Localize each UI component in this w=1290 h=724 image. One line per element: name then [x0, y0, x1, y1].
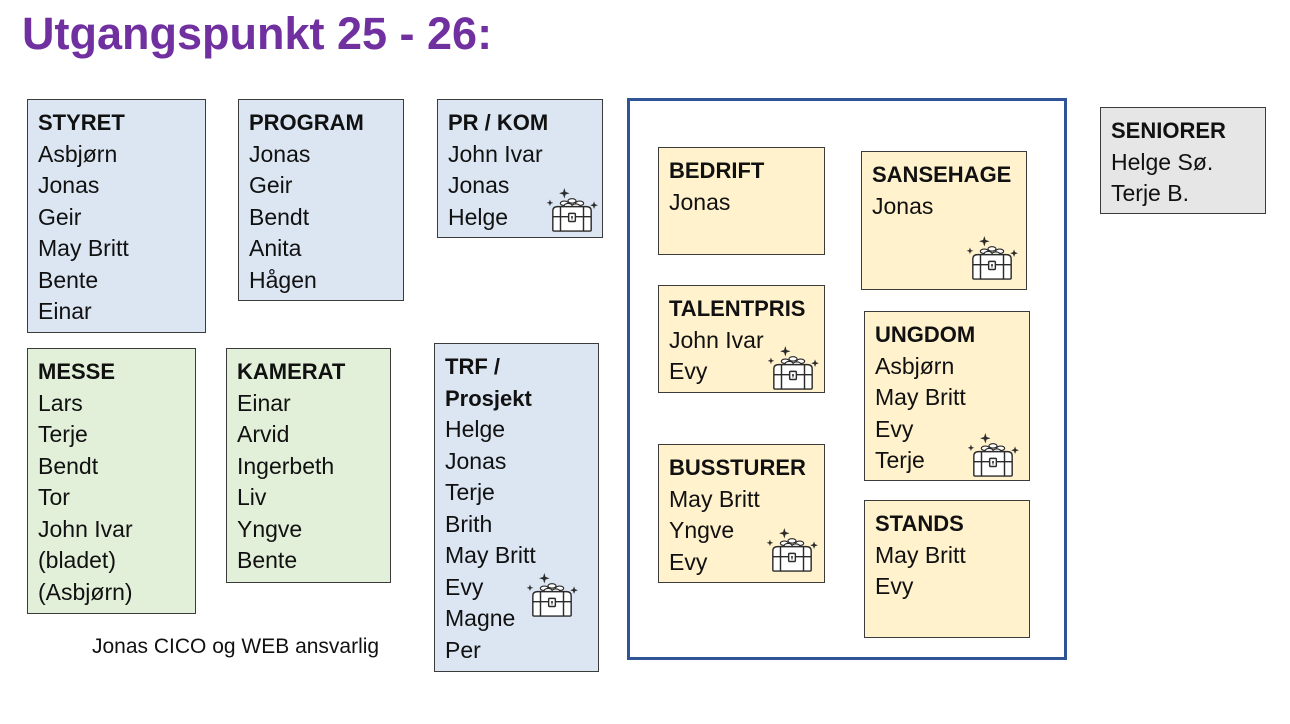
group-messe: MESSE Lars Terje Bendt Tor John Ivar (bl…: [27, 348, 196, 614]
member-name: Geir: [249, 172, 293, 198]
member-name: May Britt: [445, 542, 536, 568]
group-talentpris: TALENTPRIS John Ivar Evy: [658, 285, 825, 393]
group-title: KAMERAT: [237, 359, 346, 384]
member-name: Jonas: [448, 172, 510, 198]
member-name: Liv: [237, 484, 267, 510]
group-title: PR / KOM: [448, 110, 549, 135]
member-name: Jonas: [669, 188, 731, 215]
committee-frame: BEDRIFT Jonas SANSEHAGE Jonas TALENTPRIS…: [627, 98, 1067, 660]
group-title: STYRET: [38, 110, 125, 135]
group-title: BEDRIFT: [669, 158, 765, 183]
member-name: Terje: [875, 447, 925, 473]
member-name: Bente: [38, 266, 99, 293]
group-title: TALENTPRIS: [669, 296, 806, 321]
member-name: Einar: [38, 298, 92, 324]
member-name: John Ivar: [38, 515, 133, 542]
treasure-chest-icon: [765, 527, 819, 572]
member-name: Jonas: [38, 172, 100, 198]
member-name: Terje: [38, 421, 88, 447]
page-title: Utgangspunkt 25 - 26:: [22, 8, 493, 59]
group-title: SANSEHAGE: [872, 162, 1012, 187]
member-name: Helge: [448, 203, 509, 230]
member-name: Asbjørn: [875, 352, 955, 379]
member-name: Bendt: [249, 203, 310, 230]
footnote: Jonas CICO og WEB ansvarlig: [92, 635, 380, 658]
treasure-chest-icon: [545, 187, 599, 232]
member-name: Asbjørn: [38, 140, 118, 167]
member-name: Anita: [249, 235, 302, 261]
treasure-chest-icon: [525, 572, 579, 617]
group-ungdom: UNGDOM Asbjørn May Britt Evy Terje: [864, 311, 1030, 481]
member-name: Magne: [445, 605, 516, 631]
member-name: (Asbjørn): [38, 578, 133, 605]
member-name: Helge: [445, 416, 506, 442]
group-styret: STYRET Asbjørn Jonas Geir May Britt Bent…: [27, 99, 206, 333]
member-name: Terje B.: [1111, 180, 1189, 206]
group-title: BUSSTURER: [669, 455, 806, 480]
group-trf-prosjekt: TRF / Prosjekt Helge Jonas Terje Brith M…: [434, 343, 599, 672]
member-name: Lars: [38, 389, 83, 416]
group-title: MESSE: [38, 359, 116, 384]
member-name: Jonas: [249, 140, 311, 167]
member-name: (bladet): [38, 547, 116, 573]
member-name: Einar: [237, 389, 291, 416]
member-name: Evy: [669, 358, 708, 384]
group-program: PROGRAM Jonas Geir Bendt Anita Hågen: [238, 99, 404, 301]
member-name: John Ivar: [669, 326, 764, 353]
group-title: STANDS: [875, 511, 964, 536]
group-title: PROGRAM: [249, 110, 364, 135]
treasure-chest-icon: [766, 345, 820, 390]
member-name: Brith: [445, 510, 493, 537]
group-bedrift: BEDRIFT Jonas: [658, 147, 825, 255]
member-name: Arvid: [237, 421, 290, 447]
member-name: Evy: [875, 415, 914, 442]
member-name: Hågen: [249, 266, 317, 293]
member-name: May Britt: [669, 485, 760, 512]
member-name: Yngve: [669, 517, 735, 543]
group-stands: STANDS May Britt Evy: [864, 500, 1030, 638]
member-name: May Britt: [38, 235, 129, 261]
group-title: SENIORER: [1111, 118, 1226, 143]
member-name: Evy: [445, 573, 484, 600]
member-name: Helge Sø.: [1111, 148, 1214, 175]
member-name: Evy: [875, 573, 914, 599]
member-name: Jonas: [872, 192, 934, 219]
member-name: Terje: [445, 479, 495, 505]
member-name: Evy: [669, 548, 708, 575]
member-name: May Britt: [875, 384, 966, 410]
treasure-chest-icon: [965, 235, 1019, 280]
treasure-chest-icon: [966, 432, 1020, 477]
member-name: Yngve: [237, 515, 303, 542]
group-title: TRF / Prosjekt: [445, 354, 532, 411]
group-bussturer: BUSSTURER May Britt Yngve Evy: [658, 444, 825, 583]
group-seniorer: SENIORER Helge Sø. Terje B.: [1100, 107, 1266, 214]
group-sansehage: SANSEHAGE Jonas: [861, 151, 1027, 290]
member-name: Jonas: [445, 447, 507, 474]
group-pr-kom: PR / KOM John Ivar Jonas Helge: [437, 99, 603, 238]
member-name: Per: [445, 636, 481, 663]
member-name: Ingerbeth: [237, 452, 335, 479]
group-kamerat: KAMERAT Einar Arvid Ingerbeth Liv Yngve …: [226, 348, 391, 583]
group-title: UNGDOM: [875, 322, 976, 347]
member-name: May Britt: [875, 541, 966, 568]
member-name: Bendt: [38, 452, 99, 479]
member-name: John Ivar: [448, 140, 543, 167]
member-name: Bente: [237, 547, 298, 573]
member-name: Tor: [38, 484, 70, 510]
member-name: Geir: [38, 203, 82, 230]
